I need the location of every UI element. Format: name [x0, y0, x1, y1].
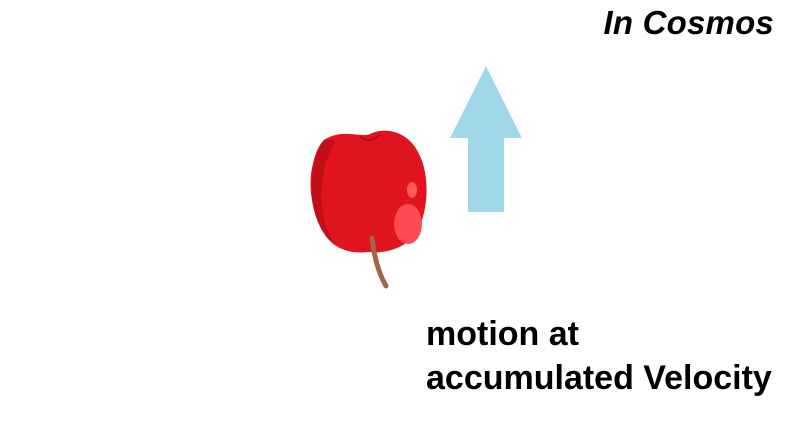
apple-highlight-small — [407, 182, 417, 198]
caption-line-2: accumulated Velocity — [426, 359, 772, 397]
caption-line-1: motion at — [426, 315, 579, 353]
apple-icon — [310, 130, 427, 289]
motion-caption: motion at accumulated Velocity — [426, 312, 772, 400]
arrow-shape — [450, 66, 522, 212]
up-arrow-icon — [450, 66, 522, 212]
scene-title: In Cosmos — [603, 4, 774, 41]
apple-shadow — [311, 139, 336, 246]
apple-highlight — [394, 204, 422, 244]
apple-top — [359, 133, 381, 142]
apple-stem — [369, 235, 389, 289]
